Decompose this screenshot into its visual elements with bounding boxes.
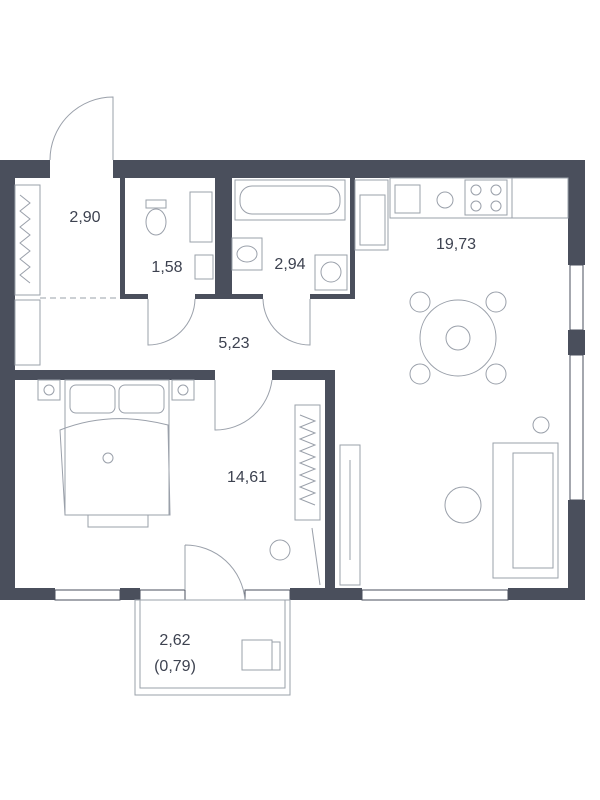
- room-area-hallway: 5,23: [218, 335, 250, 352]
- bed-icon: [37, 379, 321, 586]
- toilet-icon: [145, 191, 214, 280]
- room-area-bathroom: 2,94: [274, 256, 306, 273]
- balcony: [134, 599, 291, 696]
- room-area-closet: 2,90: [69, 209, 101, 226]
- balcony-rack-icon: [241, 639, 281, 671]
- room-area-toilet: 1,58: [151, 259, 183, 276]
- walls: [0, 160, 585, 600]
- bathtub-icon: [231, 179, 348, 291]
- room-area-bedroom: 14,61: [226, 469, 268, 486]
- doors: [49, 96, 311, 601]
- room-area-kitchen-living: 19,73: [435, 236, 477, 253]
- kitchen-icon: [354, 177, 569, 251]
- windows: [54, 264, 584, 601]
- room-reduced-area-balcony: (0,79): [154, 658, 196, 675]
- room-area-balcony: 2,62: [159, 632, 191, 649]
- wardrobe-icon: [14, 184, 120, 366]
- dining-table-icon: [409, 291, 507, 385]
- sofa-icon: [339, 416, 559, 586]
